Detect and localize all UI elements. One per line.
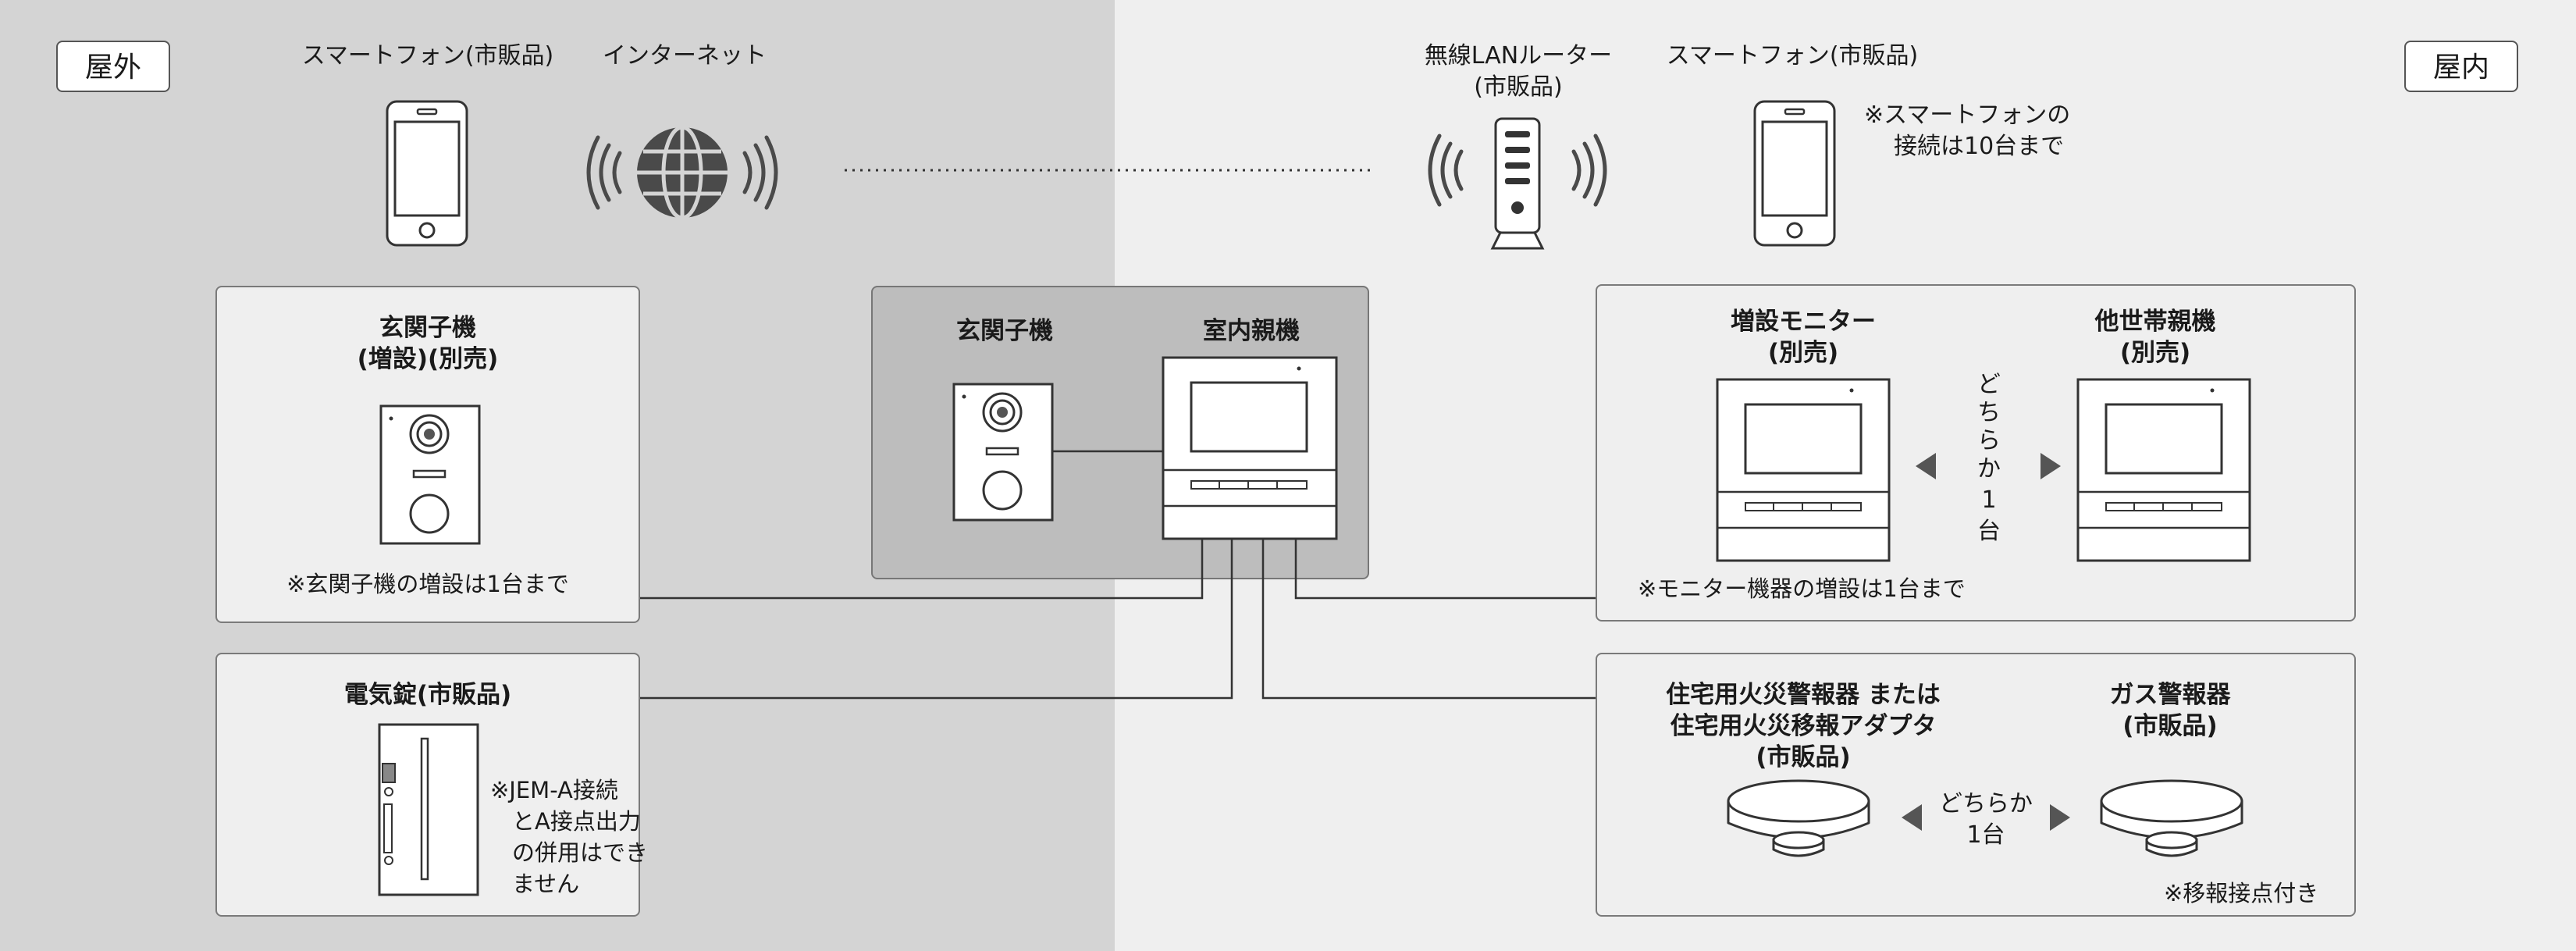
- lock-note-line1: ※JEM-A接続: [490, 777, 618, 803]
- globe-icon: [586, 125, 778, 220]
- fire-alarm-icon: [1727, 779, 1870, 857]
- router-label-line1: 無線LANルーター: [1424, 42, 1613, 69]
- arrow-right-icon: [2041, 453, 2061, 479]
- either-vertical-char-1: ど: [1977, 371, 2001, 398]
- smartphone-indoor-icon: [1753, 100, 1836, 247]
- monitor-note: ※モニター機器の増設は1台まで: [1638, 575, 1966, 602]
- electric-lock-icon: [378, 723, 479, 896]
- indoor-monitor-title: 室内親機: [1203, 317, 1300, 345]
- outdoor-label: 屋外: [56, 41, 170, 92]
- gas-alarm-title-line1: ガス警報器: [2109, 681, 2231, 709]
- phone-note-line1: ※スマートフォンの: [1864, 102, 2071, 129]
- arrow-left-icon: [1916, 453, 1936, 479]
- wireless-router-icon: [1428, 117, 1607, 250]
- alarm-either-line2: 1台: [1966, 821, 2005, 849]
- indoor-monitor-icon: [1162, 356, 1338, 540]
- fire-alarm-title-line1: 住宅用火災警報器 または: [1666, 681, 1941, 709]
- extra-door-note: ※玄関子機の増設は1台まで: [286, 571, 569, 597]
- other-household-title-line1: 他世帯親機: [2094, 308, 2216, 336]
- alarm-either-line1: どちらか: [1939, 790, 2033, 817]
- alarm-arrow-right-icon: [2050, 804, 2070, 831]
- other-household-title-line2: (別売): [2119, 339, 2191, 367]
- extra-monitor-icon: [1716, 378, 1891, 562]
- either-vertical-char-6: 台: [1977, 518, 2001, 545]
- lock-note-line3: の併用はでき: [512, 839, 649, 866]
- smartphone-outdoor-label: スマートフォン(市販品): [301, 42, 554, 69]
- lock-note-line4: ません: [512, 871, 580, 897]
- router-label-line2: (市販品): [1474, 73, 1563, 101]
- extra-door-title-line1: 玄関子機: [379, 314, 476, 342]
- main-door-unit-icon: [952, 383, 1054, 522]
- extra-door-title-line2: (増設)(別売): [357, 345, 499, 373]
- phone-note-line2: 接続は10台まで: [1894, 133, 2065, 160]
- either-vertical-char-5: 1: [1981, 486, 1997, 514]
- other-household-monitor-icon: [2076, 378, 2251, 562]
- extra-monitor-title-line1: 増設モニター: [1731, 308, 1876, 336]
- extra-monitor-title-line2: (別売): [1767, 339, 1839, 367]
- fire-alarm-title-line2: 住宅用火災移報アダプタ: [1670, 712, 1937, 740]
- alarm-panel: [1596, 653, 2356, 917]
- internet-label: インターネット: [603, 42, 767, 69]
- fire-alarm-title-line3: (市販品): [1756, 743, 1851, 771]
- electric-lock-title: 電気錠(市販品): [343, 681, 512, 709]
- indoor-label: 屋内: [2404, 41, 2518, 92]
- lock-note-line2: とA接点出力: [512, 808, 641, 835]
- main-door-unit-title: 玄関子機: [956, 317, 1053, 345]
- either-vertical-char-4: か: [1977, 455, 2001, 483]
- extra-door-unit-panel: [215, 286, 640, 623]
- door-unit-icon: [379, 404, 481, 545]
- either-vertical-char-3: ら: [1977, 427, 2001, 454]
- smartphone-icon: [386, 100, 468, 247]
- either-vertical-char-2: ち: [1977, 399, 2001, 426]
- gas-alarm-icon: [2100, 779, 2243, 857]
- alarm-arrow-left-icon: [1902, 804, 1922, 831]
- gas-alarm-title-line2: (市販品): [2122, 712, 2218, 740]
- smartphone-indoor-label: スマートフォン(市販品): [1666, 42, 1919, 69]
- alarm-note: ※移報接点付き: [2164, 880, 2319, 906]
